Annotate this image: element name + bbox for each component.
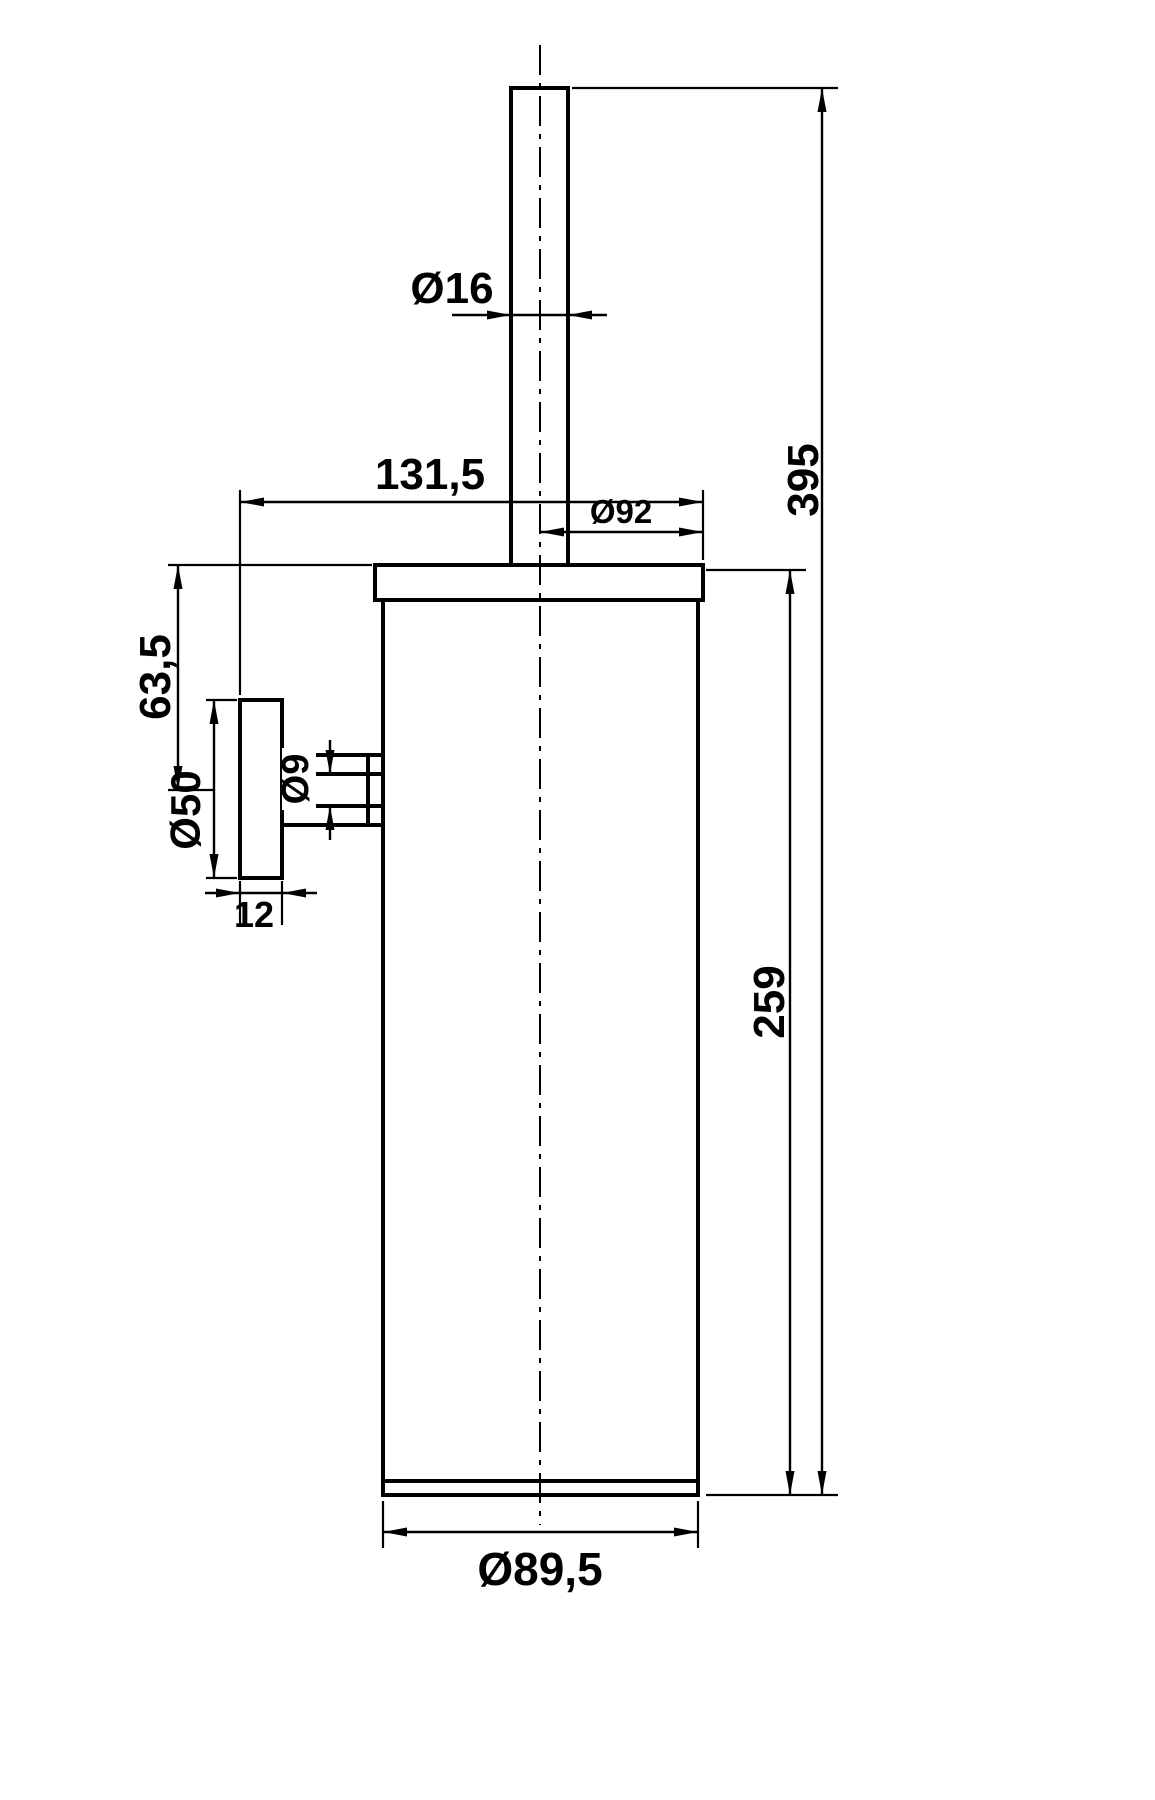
dim-label-overall-height: 395 [779,443,828,516]
dim-label-handle-diameter: Ø16 [410,264,493,313]
dim-label-lid-diameter: Ø92 [590,493,652,530]
dim-overall-height: 395 [572,86,838,1497]
dim-handle-diameter: Ø16 [410,264,607,320]
dim-body-diameter: Ø89,5 [381,1501,700,1595]
dim-label-body-height: 259 [745,965,794,1038]
dim-label-body-diameter: Ø89,5 [477,1543,602,1595]
dim-rod-diameter: Ø9 [275,740,335,840]
dim-body-height: 259 [706,568,806,1495]
dim-lid-to-arm-axis: 63,5 [131,563,372,792]
dim-label-lid-to-arm-axis: 63,5 [131,634,180,720]
dim-wall-to-front: 131,5 [238,450,705,695]
canister-body-outline [381,598,700,1497]
lid-outline [373,563,705,602]
brush-handle-outline [509,86,570,567]
dim-label-wall-to-front: 131,5 [375,450,485,499]
dim-label-rod-diameter: Ø9 [275,754,317,805]
dim-plate-diameter: Ø50 [162,698,237,880]
dim-label-plate-thickness: 12 [234,894,274,935]
dim-label-plate-diameter: Ø50 [162,770,209,849]
dim-plate-thickness: 12 [205,881,317,935]
dim-lid-diameter: Ø92 [540,493,703,537]
